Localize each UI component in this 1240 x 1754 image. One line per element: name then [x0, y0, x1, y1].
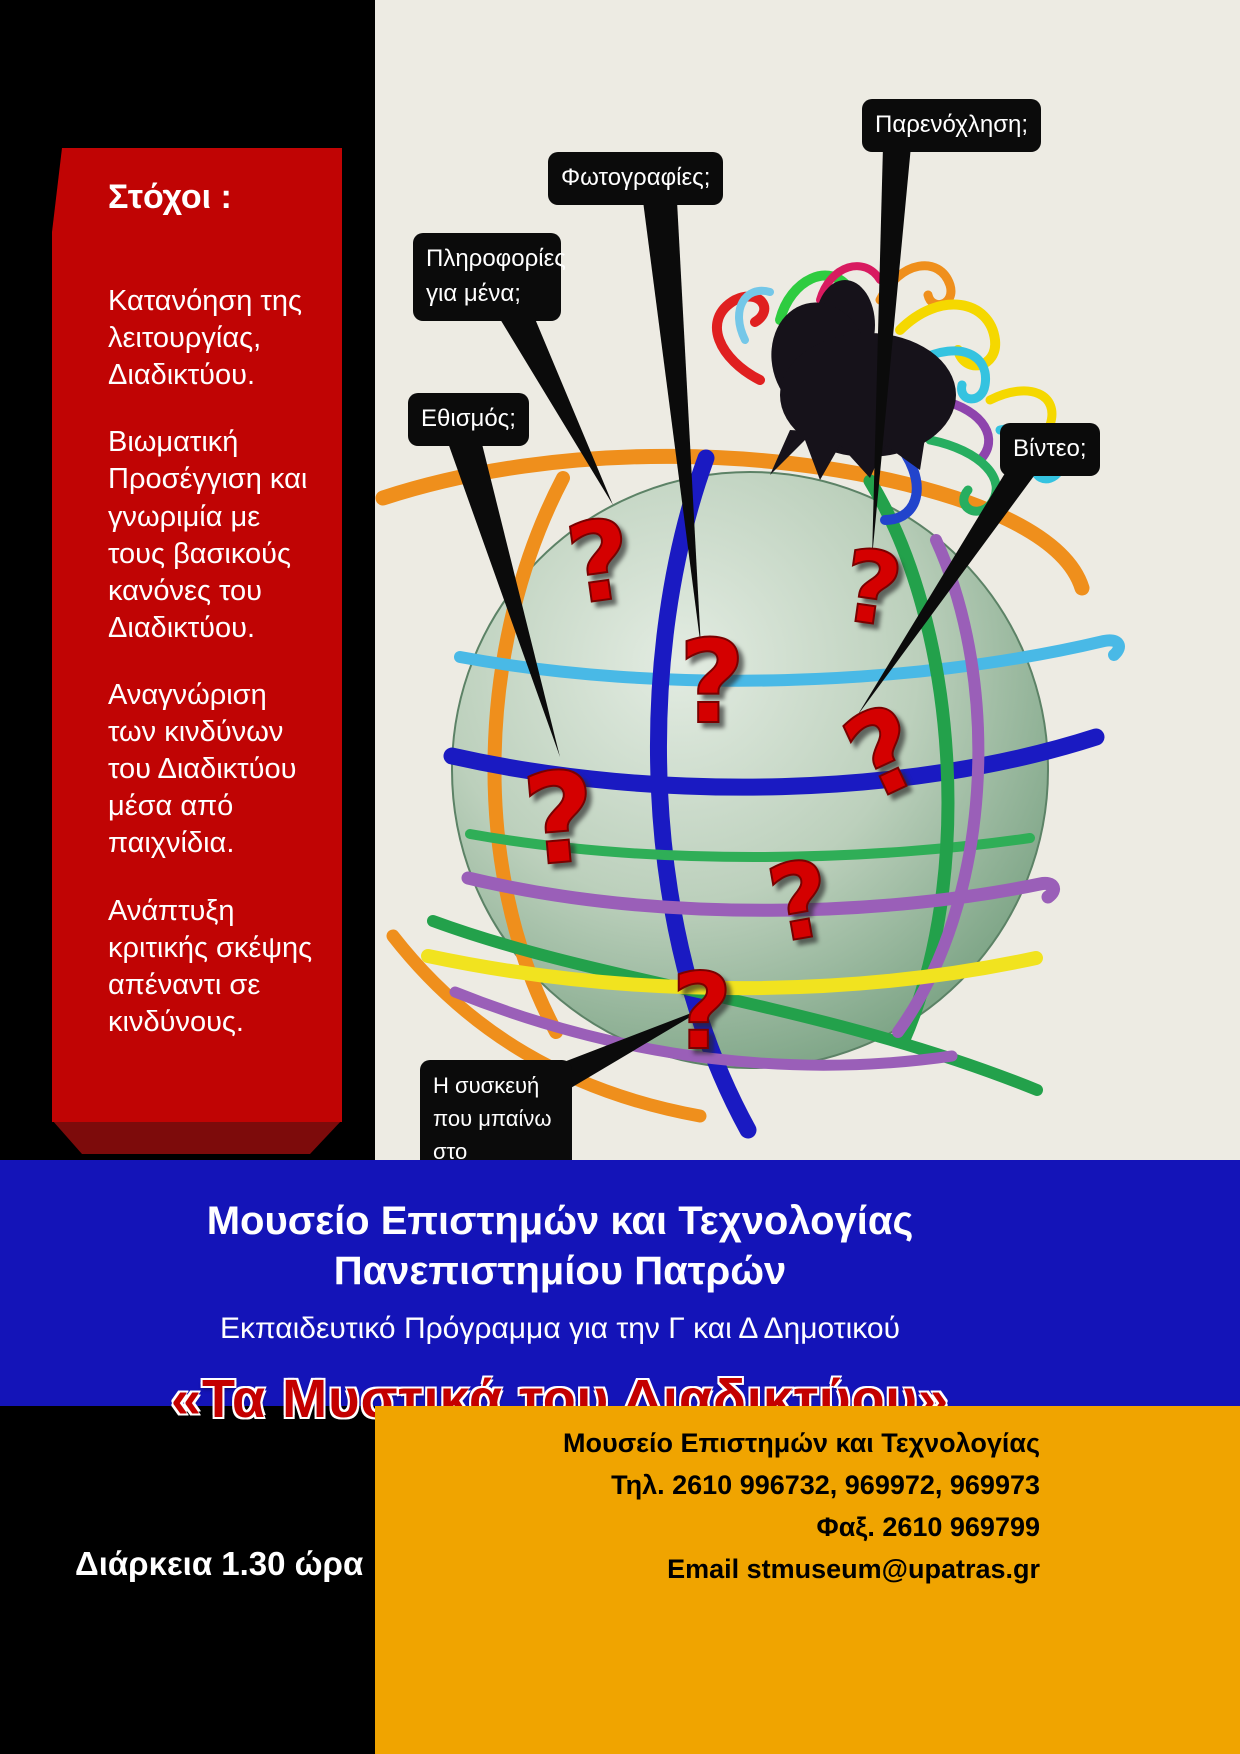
contact-museum-name: Μουσείο Επιστημών και Τεχνολογίας: [563, 1428, 1040, 1458]
goals-panel: Στόχοι : Κατανόηση της λειτουργίας, Διαδ…: [108, 178, 320, 1071]
callout-photos: Φωτογραφίες;: [548, 152, 724, 205]
museum-name-line1: Μουσείο Επιστημών και Τεχνολογίας: [206, 1199, 914, 1243]
callout-addiction: Εθισμός;: [408, 393, 529, 446]
duration-label: Διάρκεια 1.30 ώρα: [75, 1545, 364, 1582]
globe-illustration: [451, 471, 1049, 1069]
goal-item: Αναγνώριση των κινδύνων του Διαδικτύου μ…: [108, 678, 297, 860]
callout-harassment: Παρενόχληση;: [862, 99, 1042, 152]
goals-title: Στόχοι :: [108, 178, 232, 216]
program-band-content: Μουσείο Επιστημών και Τεχνολογίας Πανεπι…: [0, 1160, 1120, 1430]
callout-tails: [447, 146, 1042, 1092]
museum-name-line2: Πανεπιστημίου Πατρών: [333, 1249, 787, 1293]
monster-illustration: [712, 261, 1069, 525]
goal-item: Βιωματική Προσέγγιση και γνωριμία με του…: [108, 426, 308, 644]
callout-video: Βίντεο;: [1000, 423, 1100, 476]
goal-item: Ανάπτυξη κριτικής σκέψης απέναντι σε κιν…: [108, 894, 313, 1038]
program-description: Εκπαιδευτικό Πρόγραμμα για την Γ και Δ Δ…: [220, 1312, 900, 1345]
question-mark-icon: ?: [672, 951, 733, 1073]
question-mark-icon: ?: [679, 616, 746, 750]
contact-email: Email stmuseum@upatras.gr: [667, 1554, 1040, 1584]
contact-band: Μουσείο Επιστημών και Τεχνολογίας Τηλ. 2…: [375, 1406, 1240, 1754]
question-mark-icon: ?: [518, 744, 603, 895]
program-band: Μουσείο Επιστημών και Τεχνολογίας Πανεπι…: [0, 1160, 1240, 1429]
contact-phone: Τηλ. 2610 996732, 969972, 969973: [611, 1470, 1040, 1500]
red-panel-shape: [52, 148, 342, 1154]
callout-personal-info: Πληροφορίες για μένα;: [413, 233, 566, 321]
contact-fax: Φαξ. 2610 969799: [816, 1512, 1040, 1542]
goal-item: Κατανόηση της λειτουργίας, Διαδικτύου.: [108, 285, 302, 392]
orbit-ribbons: [375, 448, 1125, 1139]
